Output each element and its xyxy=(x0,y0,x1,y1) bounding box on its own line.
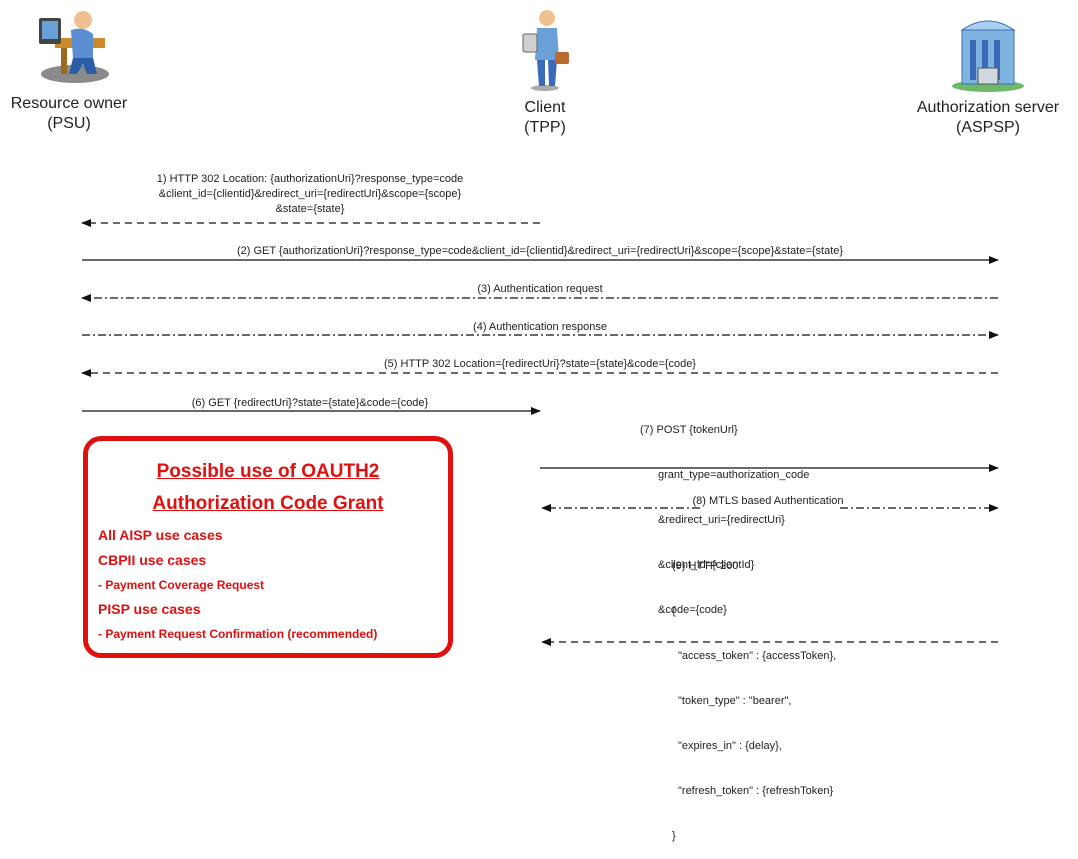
msg-9-line2: { xyxy=(672,605,676,617)
msg-2: (2) GET {authorizationUri}?response_type… xyxy=(236,245,844,257)
msg-7-line4: &client_id={clientId} xyxy=(658,559,755,571)
person-at-computer-icon xyxy=(39,11,109,83)
actor-authorization-server: Authorization server (ASPSP) xyxy=(900,8,1076,138)
businessman-icon xyxy=(522,10,569,91)
note-item: - Payment Coverage Request xyxy=(98,578,265,592)
msg-7: (7) POST {tokenUrl} grant_type=authoriza… xyxy=(640,393,809,633)
msg-7-line5: &code={code} xyxy=(658,604,727,616)
msg-9-line7: } xyxy=(672,830,676,842)
msg-1-line2: &client_id={clientid}&redirect_uri={redi… xyxy=(158,188,462,200)
bank-building-icon xyxy=(952,20,1024,92)
note-item: - Payment Request Confirmation (recommen… xyxy=(98,627,378,641)
msg-9: (9) HTTP 200 { "access_token" : {accessT… xyxy=(672,529,836,859)
note-title-2: Authorization Code Grant xyxy=(152,493,384,514)
msg-9-line3: "access_token" : {accessToken}, xyxy=(678,650,837,662)
msg-5: (5) HTTP 302 Location={redirectUri}?stat… xyxy=(384,358,696,370)
msg-9-line4: "token_type" : "bearer", xyxy=(678,695,792,707)
actor-psu-role: (PSU) xyxy=(47,115,91,132)
actor-tpp-name: Client xyxy=(524,99,566,116)
msg-3: (3) Authentication request xyxy=(477,283,603,295)
actor-aspsp-role: (ASPSP) xyxy=(955,119,1020,136)
oauth2-usage-note: Possible use of OAUTH2 Authorization Cod… xyxy=(83,436,453,658)
msg-9-line6: "refresh_token" : {refreshToken} xyxy=(678,785,834,797)
msg-9-line5: "expires_in" : {delay}, xyxy=(678,740,782,752)
msg-6: (6) GET {redirectUri}?state={state}&code… xyxy=(191,397,429,409)
actor-resource-owner: Resource owner (PSU) xyxy=(4,8,134,134)
msg-7-line2: grant_type=authorization_code xyxy=(658,469,810,481)
note-item: PISP use cases xyxy=(98,601,201,617)
sequence-arrows xyxy=(81,219,999,646)
actor-client: Client (TPP) xyxy=(480,8,610,138)
msg-4: (4) Authentication response xyxy=(473,321,607,333)
actor-aspsp-name: Authorization server xyxy=(916,99,1060,116)
msg-8: (8) MTLS based Authentication xyxy=(692,495,844,507)
msg-9-line1: (9) HTTP 200 xyxy=(672,560,739,572)
actor-psu-name: Resource owner xyxy=(10,95,128,112)
msg-7-line1: (7) POST {tokenUrl} xyxy=(640,424,738,436)
msg-1-line1: 1) HTTP 302 Location: {authorizationUri}… xyxy=(156,173,464,185)
note-item: CBPII use cases xyxy=(98,552,207,568)
msg-1-line3: &state={state} xyxy=(275,203,345,215)
actor-tpp-role: (TPP) xyxy=(524,119,566,136)
note-title-1: Possible use of OAUTH2 xyxy=(156,461,380,482)
msg-7-line3: &redirect_uri={redirectUri} xyxy=(658,514,785,526)
note-item: All AISP use cases xyxy=(98,527,223,543)
